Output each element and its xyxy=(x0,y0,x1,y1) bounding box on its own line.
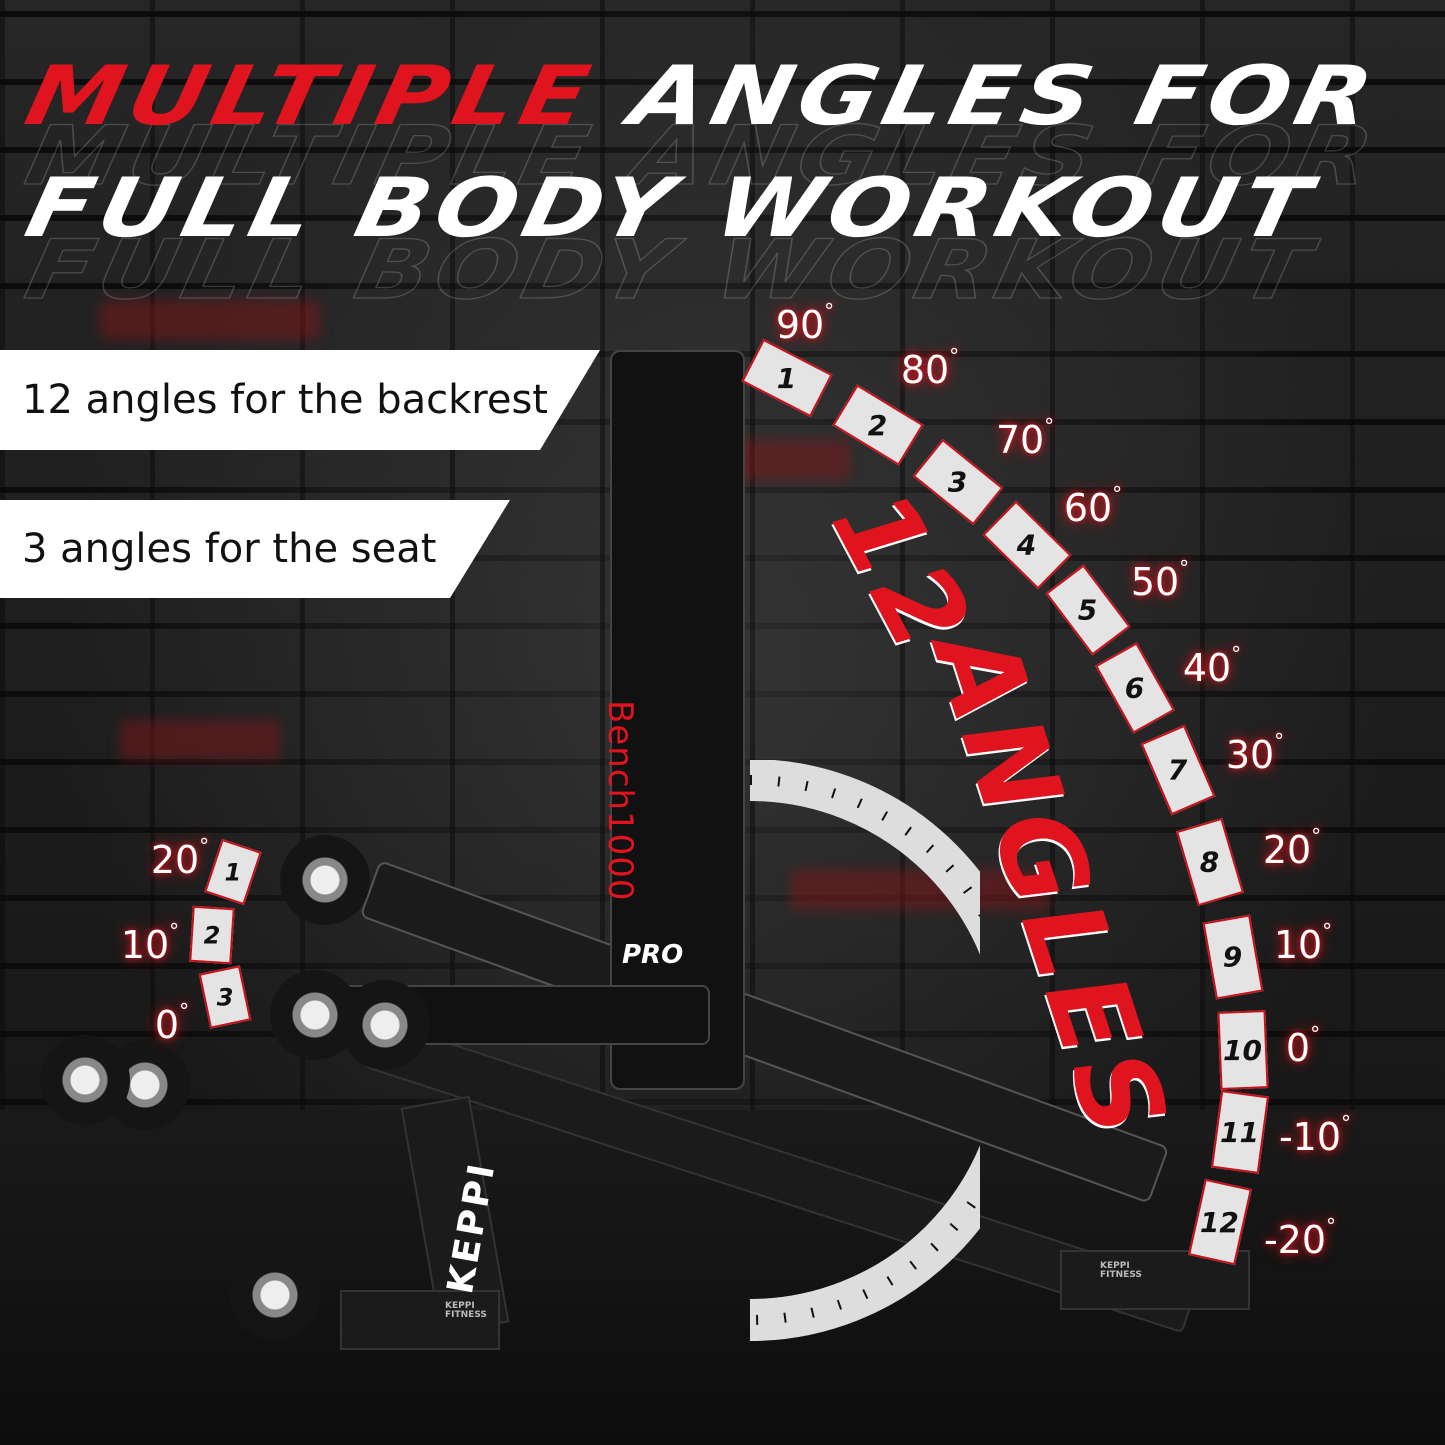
headline-white-words: ANGLES FOR xyxy=(622,48,1387,144)
backrest-angle-label: 30° xyxy=(1225,729,1284,777)
backrest-angle-label: 60° xyxy=(1063,482,1122,530)
angle-value: 90 xyxy=(775,303,825,347)
angle-value: 40 xyxy=(1182,646,1232,690)
degree-symbol: ° xyxy=(169,919,180,943)
backrest-angle-label: -20° xyxy=(1263,1214,1336,1262)
position-number: 7 xyxy=(1168,753,1188,787)
degree-symbol: ° xyxy=(1341,1111,1352,1135)
angle-value: 50 xyxy=(1130,560,1180,604)
degree-symbol: ° xyxy=(1310,1022,1321,1046)
angle-value: 0 xyxy=(1285,1026,1311,1070)
position-number: 12 xyxy=(1200,1205,1240,1239)
backrest-pad xyxy=(610,350,745,1090)
degree-symbol: ° xyxy=(199,834,210,858)
backrest-angle-label: 90° xyxy=(775,299,834,347)
degree-symbol: ° xyxy=(1311,824,1322,848)
leg-roller xyxy=(40,1035,130,1125)
backrest-angle-label: 20° xyxy=(1262,824,1321,872)
seat-angle-label: 0° xyxy=(154,999,189,1047)
backrest-angle-label: 50° xyxy=(1130,556,1189,604)
angle-value: 20 xyxy=(1262,828,1312,872)
angle-value: 70 xyxy=(995,418,1045,462)
angle-value: 10 xyxy=(120,923,170,967)
feature-banner-seat: 3 angles for the seat xyxy=(0,500,510,598)
red-brick-highlight xyxy=(790,870,1050,910)
degree-symbol: ° xyxy=(179,999,190,1023)
position-number: 5 xyxy=(1078,593,1098,627)
degree-symbol: ° xyxy=(1044,414,1055,438)
seat-angle-label: 10° xyxy=(120,919,179,967)
position-number: 9 xyxy=(1223,940,1243,974)
red-brick-highlight xyxy=(100,300,320,340)
model-name: Bench1000 xyxy=(600,700,640,902)
backrest-position-tile: 11 xyxy=(1211,1090,1269,1174)
position-number: 8 xyxy=(1200,845,1220,879)
degree-symbol: ° xyxy=(949,344,960,368)
degree-symbol: ° xyxy=(1179,556,1190,580)
seat-angle-label: 20° xyxy=(150,834,209,882)
front-foot xyxy=(340,1290,500,1350)
degree-symbol: ° xyxy=(1112,482,1123,506)
protractor-plate xyxy=(749,760,980,1341)
position-number: 2 xyxy=(203,920,221,949)
feature-banner-backrest: 12 angles for the backrest xyxy=(0,350,600,450)
backrest-angle-label: 40° xyxy=(1182,642,1241,690)
position-number: 2 xyxy=(868,408,888,442)
angle-value: 30 xyxy=(1225,733,1275,777)
backrest-angle-label: -10° xyxy=(1278,1111,1351,1159)
degree-symbol: ° xyxy=(1231,642,1242,666)
position-number: 6 xyxy=(1125,671,1145,705)
leg-roller xyxy=(230,1250,320,1340)
angle-value: 20 xyxy=(150,838,200,882)
red-brick-highlight xyxy=(120,720,280,760)
backrest-angle-label: 70° xyxy=(995,414,1054,462)
angle-value: -20 xyxy=(1263,1218,1327,1262)
angle-value: -10 xyxy=(1278,1115,1342,1159)
headline-line-2: FULL BODY WORKOUT xyxy=(17,160,1325,256)
degree-symbol: ° xyxy=(1322,919,1333,943)
angle-value: 80 xyxy=(900,348,950,392)
edition-logo: PRO xyxy=(622,940,684,970)
position-number: 1 xyxy=(224,857,242,886)
backrest-angle-label: 0° xyxy=(1285,1022,1320,1070)
position-number: 3 xyxy=(948,465,968,499)
headline-red-word: MULTIPLE xyxy=(17,48,604,144)
degree-symbol: ° xyxy=(1326,1214,1337,1238)
position-number: 3 xyxy=(216,982,234,1011)
position-number: 11 xyxy=(1220,1115,1260,1149)
leg-roller xyxy=(280,835,370,925)
degree-symbol: ° xyxy=(1274,729,1285,753)
angle-value: 10 xyxy=(1273,923,1323,967)
brand-badge-front: KEPPI FITNESS xyxy=(445,1301,487,1321)
degree-symbol: ° xyxy=(824,299,835,323)
position-number: 10 xyxy=(1223,1033,1263,1067)
angle-value: 0 xyxy=(154,1003,180,1047)
seat-position-tile: 2 xyxy=(189,905,235,965)
headline-line-1: MULTIPLE ANGLES FOR xyxy=(18,48,1387,143)
angle-value: 60 xyxy=(1063,486,1113,530)
position-number: 1 xyxy=(777,361,797,395)
leg-roller xyxy=(270,970,360,1060)
backrest-angle-label: 80° xyxy=(900,344,959,392)
backrest-angle-label: 10° xyxy=(1273,919,1332,967)
backrest-position-tile: 10 xyxy=(1217,1010,1269,1090)
position-number: 4 xyxy=(1017,528,1037,562)
brand-badge-rear: KEPPI FITNESS xyxy=(1100,1261,1142,1281)
